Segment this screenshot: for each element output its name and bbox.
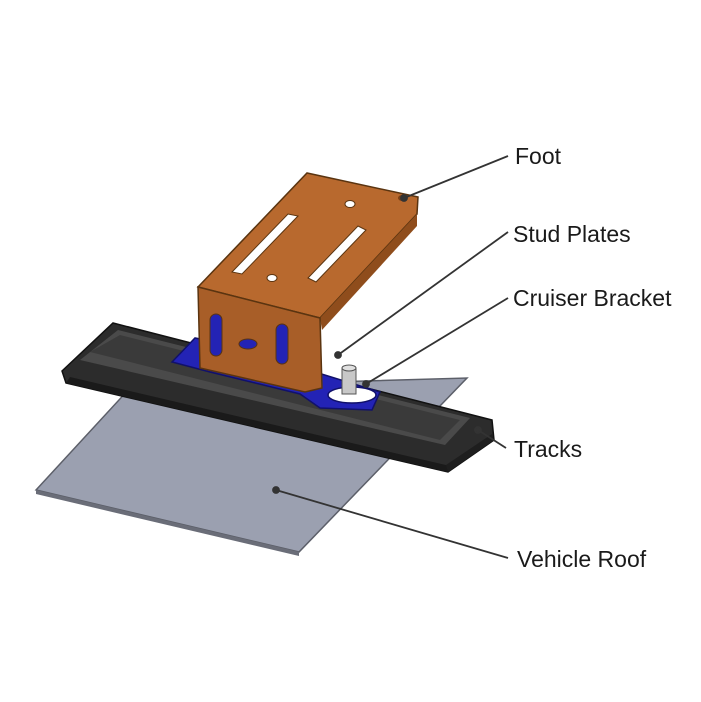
foot-bracket bbox=[196, 172, 419, 393]
foot-leader-dot bbox=[400, 194, 408, 202]
cruiser-bracket-leader-dot bbox=[362, 380, 370, 388]
tracks-label: Tracks bbox=[514, 436, 583, 462]
stud-plates-leader-line bbox=[337, 231, 509, 356]
vehicle-roof-leader-dot bbox=[272, 486, 280, 494]
stud-plates-leader-dot bbox=[334, 351, 342, 359]
cruiser-bracket-leader-line bbox=[365, 297, 509, 385]
foot-leader-line bbox=[403, 155, 509, 199]
stud-plates-label: Stud Plates bbox=[513, 221, 631, 247]
foot-label: Foot bbox=[515, 143, 562, 169]
tracks-leader-dot bbox=[474, 426, 482, 434]
leader-lines bbox=[272, 155, 509, 559]
vehicle-roof-leader-line bbox=[275, 489, 509, 559]
vehicle-roof-label: Vehicle Roof bbox=[517, 546, 647, 572]
tracks-leader-line bbox=[477, 429, 507, 449]
cruiser-bracket-label: Cruiser Bracket bbox=[513, 285, 672, 311]
